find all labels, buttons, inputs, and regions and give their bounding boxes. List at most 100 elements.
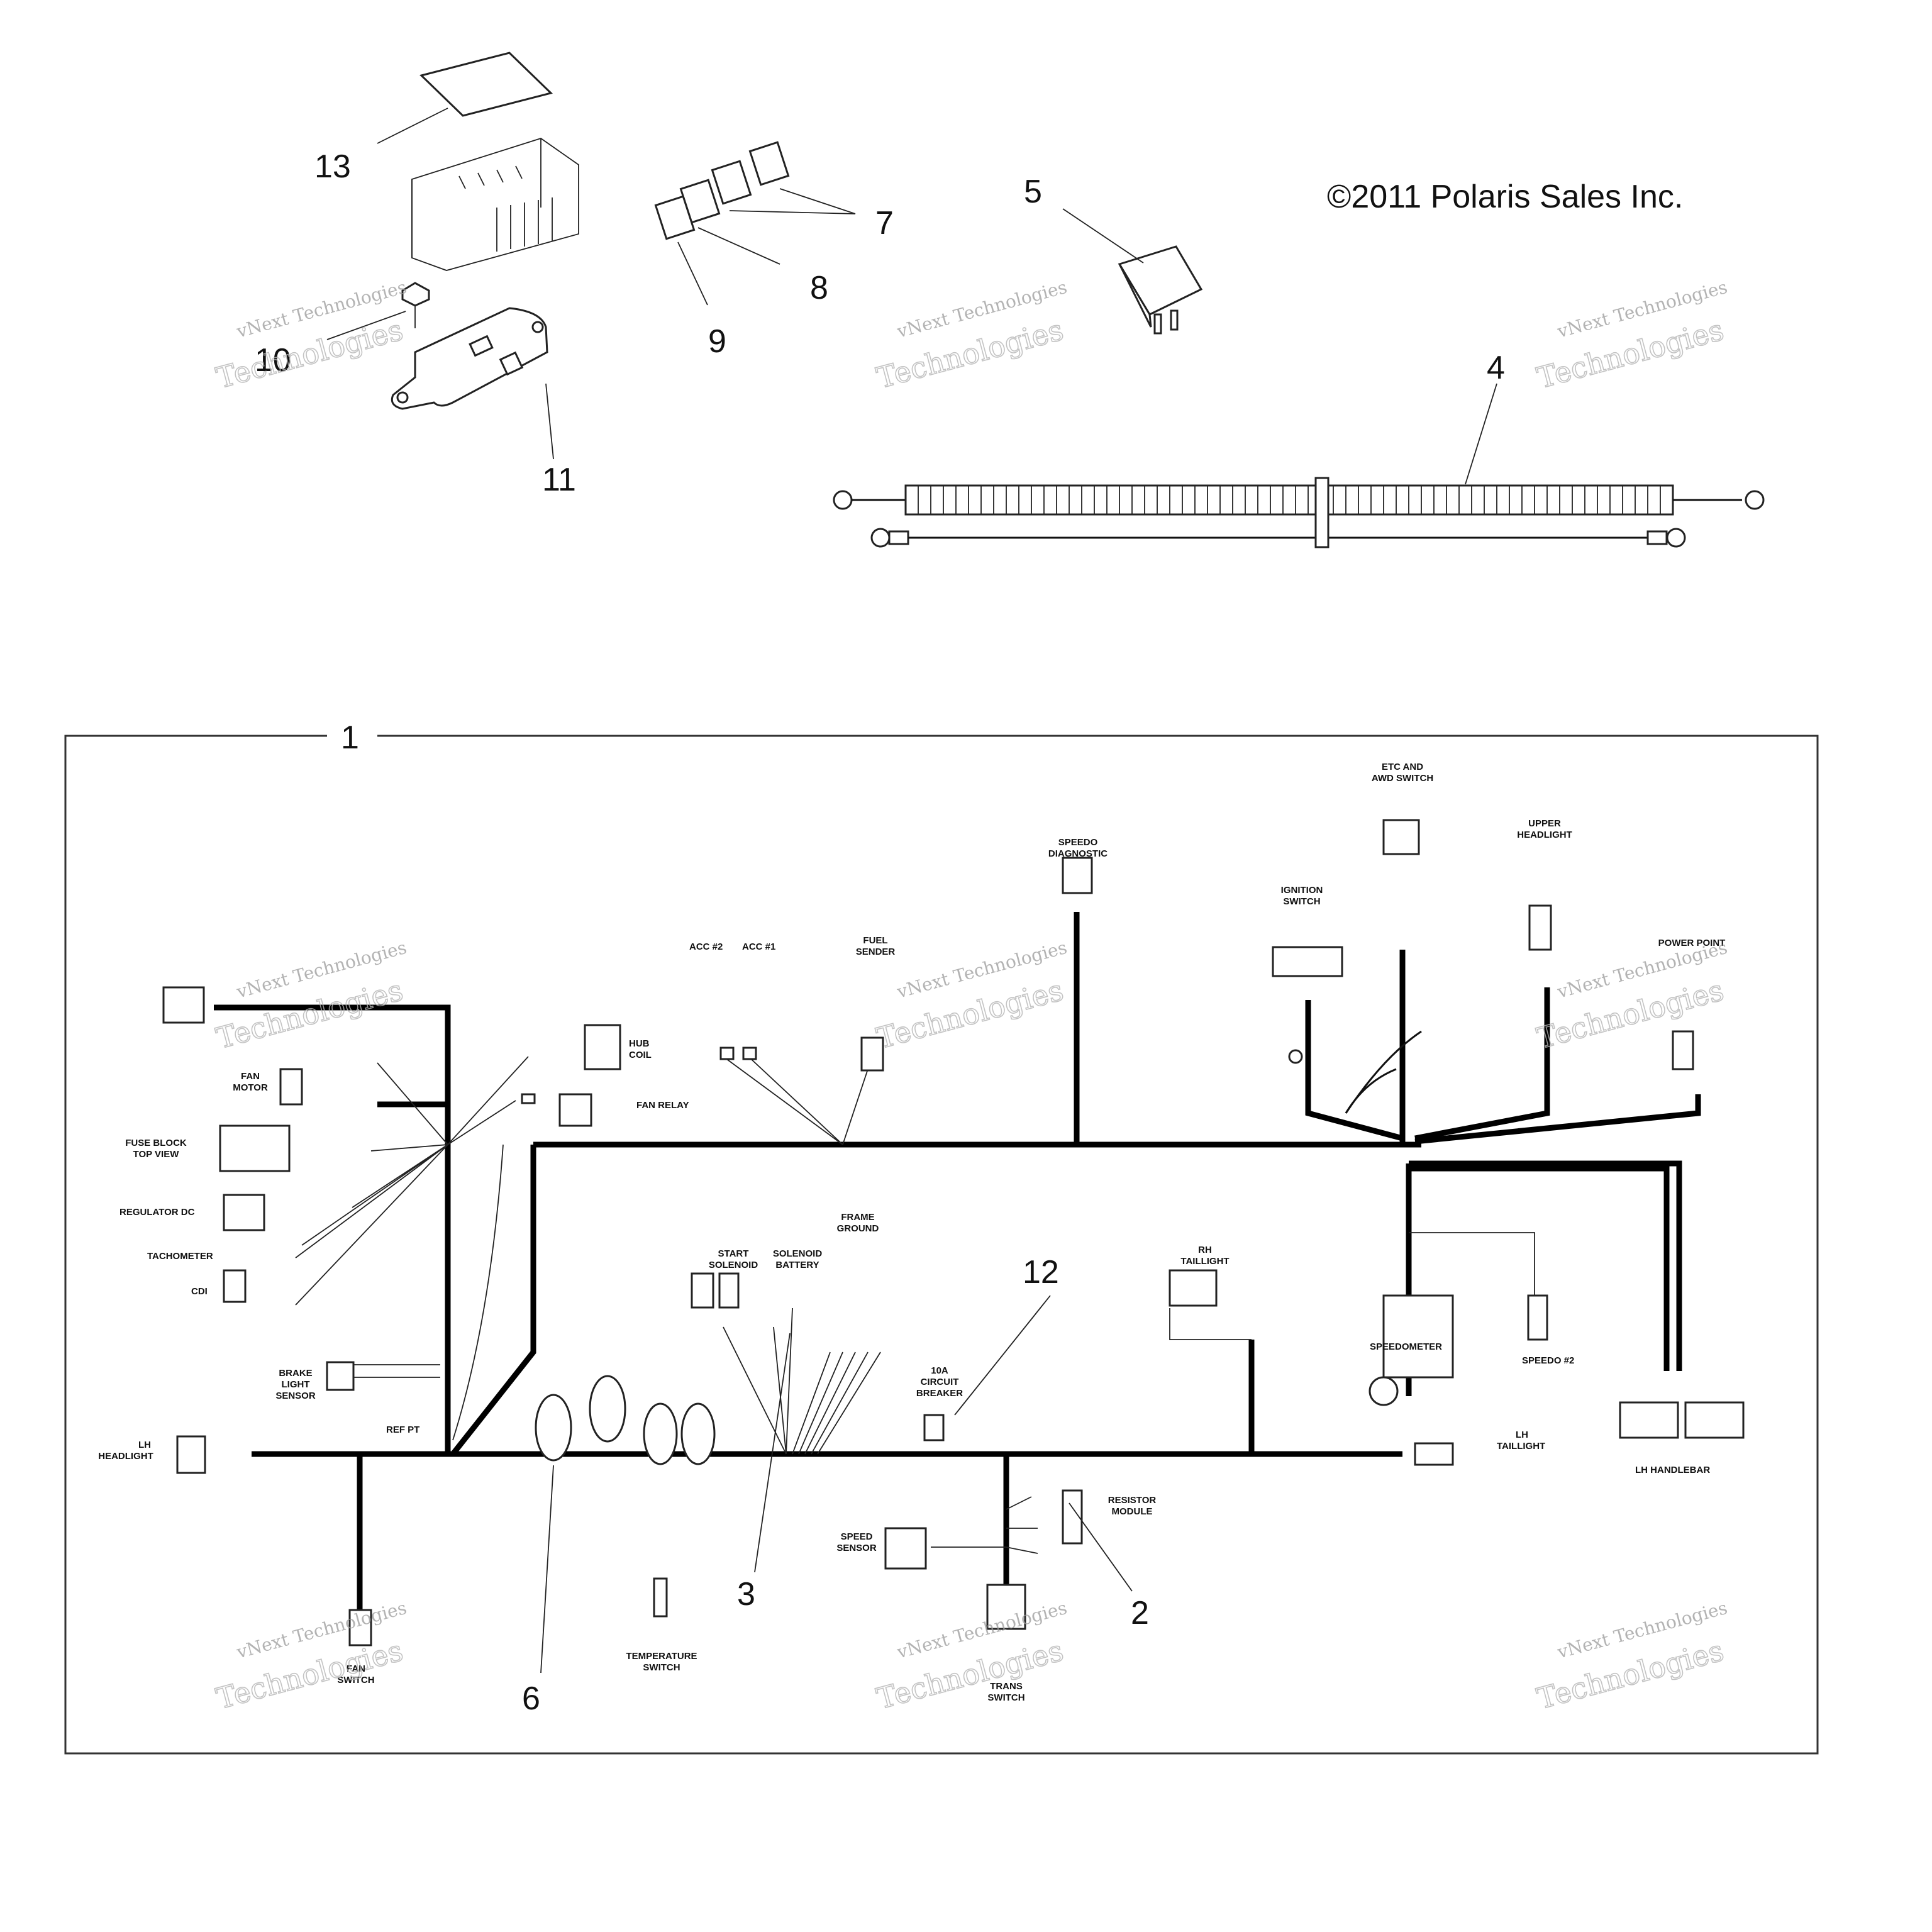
label-frame-ground-1: FRAME (841, 1212, 874, 1223)
label-lh-taillight-1: LH (1516, 1430, 1528, 1440)
label-hub-coil-1: HUB (629, 1038, 650, 1049)
callout-12: 12 (1023, 1254, 1059, 1291)
callout-4: 4 (1487, 350, 1505, 386)
label-etc-awd-1: ETC AND (1382, 762, 1423, 772)
svg-text:SWITCH: SWITCH (643, 1662, 680, 1673)
svg-text:ETC AND: ETC AND (1382, 762, 1423, 772)
label-lh-handlebar: LH HANDLEBAR (1635, 1465, 1710, 1475)
part-5-relay (1062, 208, 1203, 335)
harness-frame (64, 735, 1819, 1755)
svg-text:SWITCH: SWITCH (1283, 896, 1320, 907)
copyright-notice: ©2011 Polaris Sales Inc. (1327, 179, 1683, 215)
label-fuse-block-1: FUSE BLOCK (125, 1138, 187, 1148)
svg-text:IGNITION: IGNITION (1281, 885, 1323, 896)
label-power-point: POWER POINT (1658, 938, 1726, 948)
label-solenoid-battery-2: BATTERY (775, 1260, 819, 1270)
label-fan-switch-2: SWITCH (337, 1675, 374, 1685)
label-circuit-breaker-2: CIRCUIT (921, 1377, 959, 1387)
component-labels: SPEEDO DIAGNOSTIC ETC AND AWD SWITCH UPP… (98, 762, 1725, 1703)
svg-text:HEADLIGHT: HEADLIGHT (98, 1451, 153, 1462)
label-fuse-block-2: TOP VIEW (133, 1149, 180, 1160)
svg-text:SPEED: SPEED (841, 1531, 873, 1542)
svg-text:SWITCH: SWITCH (337, 1675, 374, 1685)
svg-text:TEMPERATURE: TEMPERATURE (626, 1651, 697, 1662)
label-cdi: CDI (191, 1286, 208, 1297)
svg-text:START: START (718, 1248, 749, 1259)
svg-text:SENSOR: SENSOR (275, 1391, 316, 1401)
label-ignition-switch-1: IGNITION (1281, 885, 1323, 896)
svg-text:UPPER: UPPER (1528, 818, 1561, 829)
label-lh-taillight-2: TAILLIGHT (1497, 1441, 1545, 1452)
svg-text:MODULE: MODULE (1112, 1506, 1153, 1517)
svg-text:RH: RH (1198, 1245, 1212, 1255)
svg-text:TRANS: TRANS (990, 1681, 1023, 1692)
label-acc1: ACC #1 (742, 941, 775, 952)
svg-text:LH: LH (1516, 1430, 1528, 1440)
svg-text:BRAKE: BRAKE (279, 1368, 312, 1379)
svg-text:SENDER: SENDER (856, 947, 896, 957)
parts-7-8-9-fuses (654, 141, 856, 306)
callout-9: 9 (708, 323, 726, 360)
label-acc2: ACC #2 (689, 941, 723, 952)
svg-text:FUEL: FUEL (863, 935, 887, 946)
svg-text:10A: 10A (931, 1365, 948, 1376)
label-solenoid-battery-1: SOLENOID (773, 1248, 823, 1259)
label-trans-switch-1: TRANS (990, 1681, 1023, 1692)
svg-text:SENSOR: SENSOR (836, 1543, 877, 1553)
label-speedo2: SPEEDO #2 (1522, 1355, 1574, 1366)
label-circuit-breaker-3: BREAKER (916, 1388, 963, 1399)
svg-text:SPEEDO: SPEEDO (1058, 837, 1098, 848)
label-start-solenoid-2: SOLENOID (709, 1260, 758, 1270)
svg-text:RESISTOR: RESISTOR (1108, 1495, 1157, 1506)
svg-text:AWD SWITCH: AWD SWITCH (1372, 773, 1433, 784)
label-speed-sensor-2: SENSOR (836, 1543, 877, 1553)
label-regulator-dc: REGULATOR DC (119, 1207, 195, 1218)
svg-text:COIL: COIL (629, 1050, 652, 1060)
label-temperature-switch-1: TEMPERATURE (626, 1651, 697, 1662)
label-frame-ground-2: GROUND (837, 1223, 879, 1234)
svg-text:BATTERY: BATTERY (775, 1260, 819, 1270)
svg-text:SOLENOID: SOLENOID (709, 1260, 758, 1270)
svg-text:CIRCUIT: CIRCUIT (921, 1377, 959, 1387)
part-11-bracket (391, 307, 554, 460)
svg-text:SOLENOID: SOLENOID (773, 1248, 823, 1259)
svg-text:LH: LH (138, 1440, 151, 1450)
svg-text:GROUND: GROUND (837, 1223, 879, 1234)
svg-text:SWITCH: SWITCH (987, 1692, 1024, 1703)
callout-6: 6 (522, 1680, 540, 1717)
label-rh-taillight-1: RH (1198, 1245, 1212, 1255)
callout-8: 8 (810, 270, 828, 306)
svg-text:FAN: FAN (347, 1663, 365, 1674)
svg-text:FUSE BLOCK: FUSE BLOCK (125, 1138, 187, 1148)
inner-callout-leaders (540, 1295, 1133, 1674)
label-fuel-sender-1: FUEL (863, 935, 887, 946)
label-brake-light-3: SENSOR (275, 1391, 316, 1401)
label-fuel-sender-2: SENDER (856, 947, 896, 957)
label-hub-coil-2: COIL (629, 1050, 652, 1060)
callout-3: 3 (737, 1576, 755, 1613)
label-rh-taillight-2: TAILLIGHT (1180, 1256, 1229, 1267)
svg-text:BREAKER: BREAKER (916, 1388, 963, 1399)
svg-text:FAN: FAN (241, 1071, 260, 1082)
svg-text:HUB: HUB (629, 1038, 650, 1049)
label-speedo-diagnostic-2: DIAGNOSTIC (1048, 848, 1108, 859)
label-start-solenoid-1: START (718, 1248, 749, 1259)
label-resistor-module-2: MODULE (1112, 1506, 1153, 1517)
label-fan-switch-1: FAN (347, 1663, 365, 1674)
label-brake-light-1: BRAKE (279, 1368, 312, 1379)
part-4-battery-cables (833, 383, 1765, 548)
label-ref-pt: REF PT (386, 1424, 419, 1435)
label-circuit-breaker-1: 10A (931, 1365, 948, 1376)
callout-2: 2 (1131, 1595, 1149, 1631)
label-upper-headlight-2: HEADLIGHT (1517, 830, 1572, 840)
callout-10: 10 (255, 342, 291, 379)
callout-13: 13 (314, 148, 351, 185)
label-ignition-switch-2: SWITCH (1283, 896, 1320, 907)
svg-text:TOP VIEW: TOP VIEW (133, 1149, 180, 1160)
svg-text:HEADLIGHT: HEADLIGHT (1517, 830, 1572, 840)
label-upper-headlight-1: UPPER (1528, 818, 1561, 829)
label-lh-headlight-2: HEADLIGHT (98, 1451, 153, 1462)
callout-1: 1 (341, 719, 359, 756)
label-fan-motor-1: FAN (241, 1071, 260, 1082)
